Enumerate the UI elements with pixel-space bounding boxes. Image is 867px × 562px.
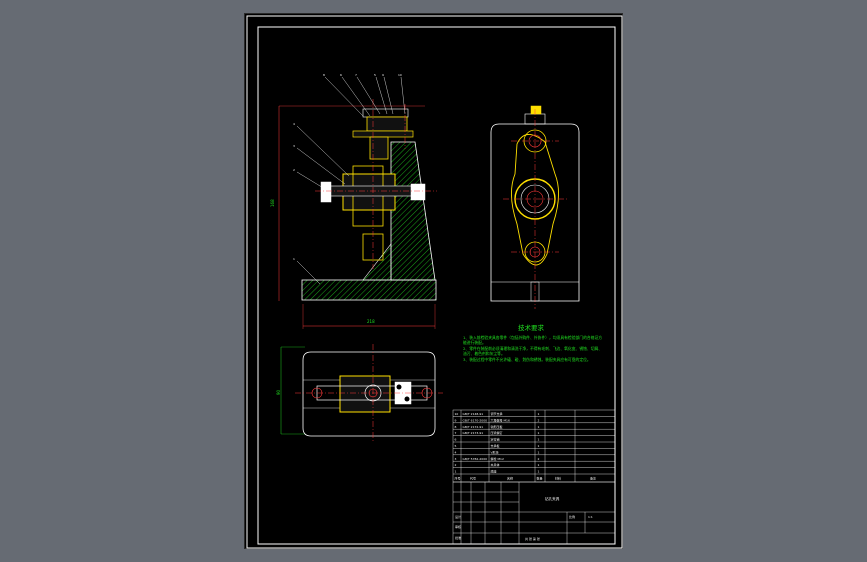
scale-value: 1:1 bbox=[588, 515, 593, 519]
bom-name: 螺栓 M12 bbox=[491, 456, 504, 461]
sheet-count: 共 张 第 张 bbox=[525, 536, 540, 541]
bom-qty: 2 bbox=[538, 418, 540, 422]
cad-drawing: 168 218 8 6 7 bbox=[246, 15, 623, 549]
bom-name: 定位销 bbox=[491, 437, 500, 442]
bom-header-material: 材料 bbox=[555, 476, 561, 481]
tech-requirements: 技术要求 1、装入前检验夹具各零件（包括外购件、外协件），均须具有检验部门的合格… bbox=[463, 323, 603, 362]
bom-name: 六角螺母 M16 bbox=[491, 417, 510, 422]
designer-label: 设计 bbox=[455, 514, 461, 519]
plan-view: 90 bbox=[276, 344, 443, 442]
bom-code: GB/T 6170-2000 bbox=[463, 418, 488, 422]
bom-no: 5 bbox=[455, 444, 457, 448]
tech-note-3: 3、装配过程中零件不允许磕、碰、划伤和锈蚀。装配夹具应有可靠的定位。 bbox=[463, 356, 591, 362]
bom-no: 4 bbox=[455, 450, 457, 454]
side-view bbox=[490, 105, 580, 309]
bom-name: 压紧螺钉 bbox=[491, 430, 503, 435]
outer-frame bbox=[246, 15, 623, 549]
drawing-sheet: 168 218 8 6 7 bbox=[244, 13, 623, 549]
bom-header-qty: 数量 bbox=[537, 476, 543, 481]
bom-table bbox=[452, 409, 616, 483]
bom-no: 9 bbox=[455, 418, 457, 422]
bom-no: 10 bbox=[455, 412, 459, 416]
bom-qty: 1 bbox=[538, 431, 540, 435]
dim-plan: 90 bbox=[276, 389, 281, 395]
inner-frame bbox=[257, 26, 616, 545]
bom-name: V形块 bbox=[491, 449, 499, 454]
bom-name: 底座 bbox=[491, 469, 497, 474]
dim-height: 168 bbox=[270, 199, 275, 207]
bom-header-name: 名称 bbox=[507, 476, 513, 481]
bom-name: 支承板 bbox=[491, 443, 500, 448]
bom-qty: 1 bbox=[538, 450, 540, 454]
balloon-10: 10 bbox=[398, 73, 402, 77]
balloon-7: 7 bbox=[355, 73, 357, 77]
bom-header-code: 代号 bbox=[470, 476, 476, 481]
bom-no: 1 bbox=[455, 470, 457, 474]
front-section-view: 168 218 8 6 7 bbox=[270, 73, 437, 329]
bom-no: 3 bbox=[455, 457, 457, 461]
balloon-8: 8 bbox=[323, 73, 325, 77]
title-block-text: 钻孔夹具 比例 1:1 共 张 第 张 设计 审核 批准 bbox=[455, 496, 593, 541]
tech-note-2: 2、零件在装配前必须清理和清洗干净，不得有毛刺、飞边、氧化皮、锈蚀、切屑、油污、… bbox=[463, 345, 603, 357]
balloon-2: 2 bbox=[293, 168, 295, 172]
bom-no: 7 bbox=[455, 431, 457, 435]
bom-no: 6 bbox=[455, 438, 457, 442]
bom-qty: 1 bbox=[538, 463, 540, 467]
checker-label: 审核 bbox=[455, 524, 461, 529]
bom-qty: 1 bbox=[538, 438, 540, 442]
bom-header-no: 序号 bbox=[455, 476, 461, 481]
approver-label: 批准 bbox=[455, 535, 461, 540]
bom-qty: 2 bbox=[538, 457, 540, 461]
tech-note-1: 1、装入前检验夹具各零件（包括外购件、外协件），均须具有检验部门的合格证方能进行… bbox=[463, 335, 603, 346]
bom-qty: 1 bbox=[538, 470, 540, 474]
balloon-3: 3 bbox=[293, 144, 295, 148]
balloon-5: 5 bbox=[374, 73, 376, 77]
balloon-4: 4 bbox=[293, 122, 295, 126]
bom-qty: 1 bbox=[538, 412, 540, 416]
scale-label: 比例 bbox=[569, 514, 575, 519]
tech-title: 技术要求 bbox=[518, 323, 545, 332]
bom-rows: 10 GB/T 2148-91 调节支承 1 9 GB/T 6170-2000 … bbox=[455, 411, 597, 481]
title-block bbox=[452, 481, 616, 545]
bom-qty: 1 bbox=[538, 425, 540, 429]
bom-code: GB/T 2148-91 bbox=[463, 412, 484, 416]
bom-no: 8 bbox=[455, 425, 457, 429]
bom-code: GB/T 2173-91 bbox=[463, 431, 484, 435]
bom-qty: 1 bbox=[538, 444, 540, 448]
bom-no: 2 bbox=[455, 463, 457, 467]
drawing-name: 钻孔夹具 bbox=[545, 496, 560, 501]
balloon-1: 1 bbox=[293, 257, 295, 261]
bom-name: 调节支承 bbox=[491, 411, 503, 416]
bom-code: GB/T 5782-2000 bbox=[463, 457, 488, 461]
balloon-6: 6 bbox=[340, 73, 342, 77]
bom-header-remark: 备注 bbox=[590, 476, 596, 481]
dim-width: 218 bbox=[367, 319, 375, 324]
bom-name: 夹具体 bbox=[491, 462, 500, 467]
bom-name: 钩形压板 bbox=[491, 424, 503, 429]
bom-code: GB/T 2172-91 bbox=[463, 425, 484, 429]
balloon-9: 9 bbox=[382, 73, 384, 77]
